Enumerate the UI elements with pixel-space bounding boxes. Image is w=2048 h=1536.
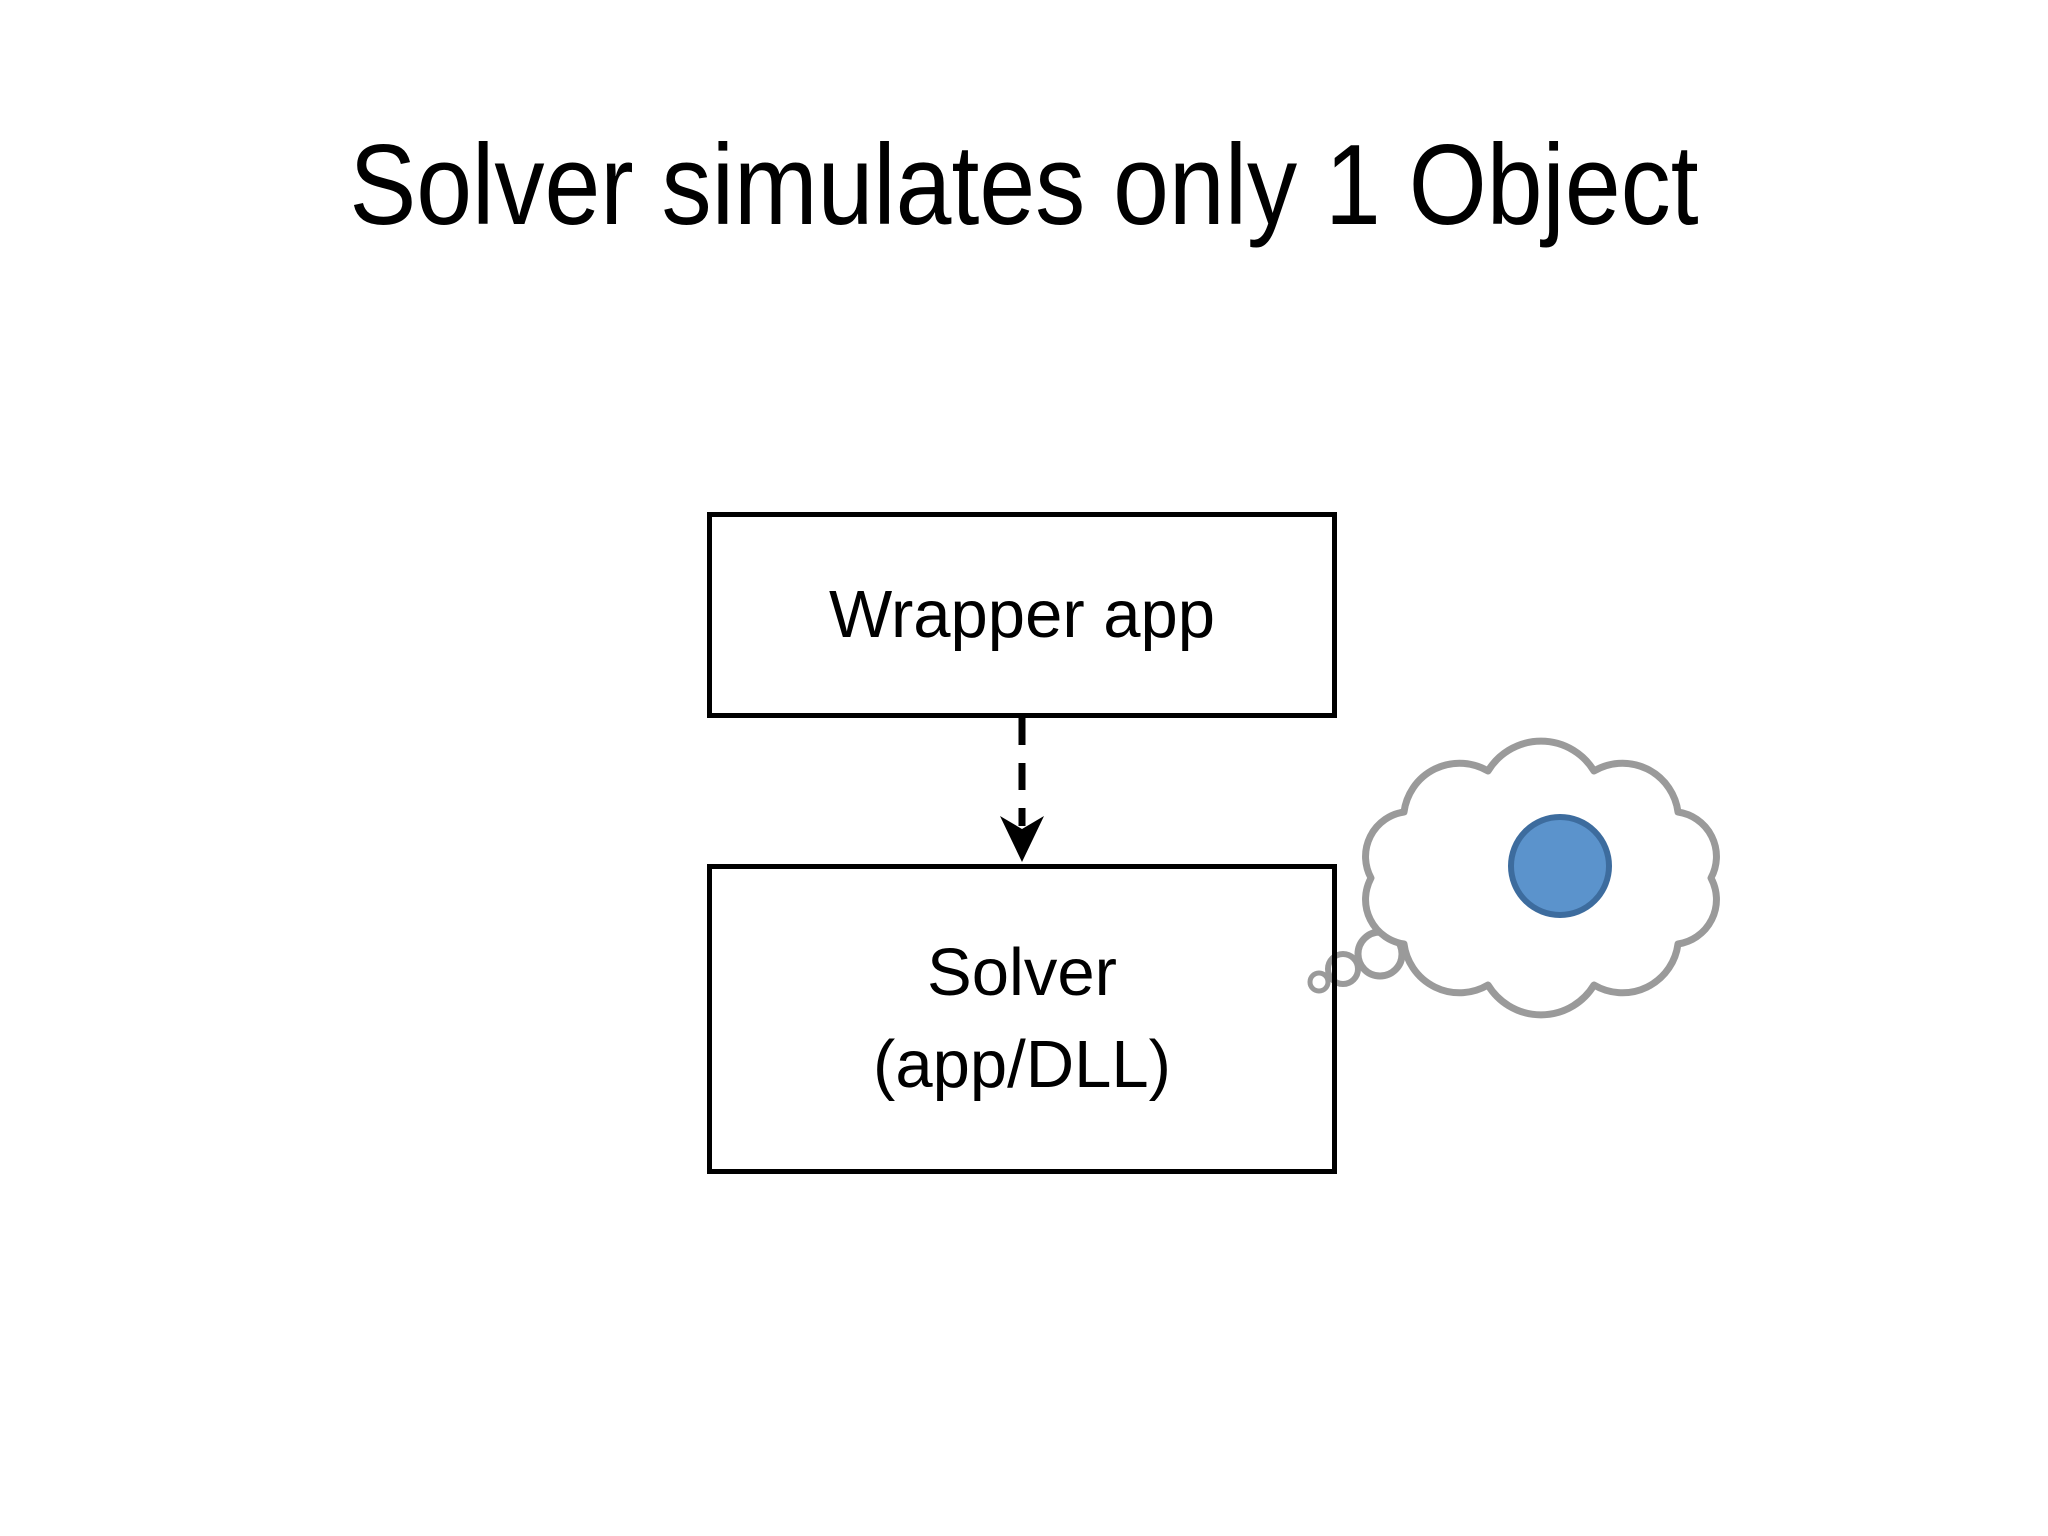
- slide-title: Solver simulates only 1 Object: [349, 122, 1699, 249]
- dashed-connector-arrow: [1000, 718, 1044, 862]
- solver-label-line2: (app/DLL): [873, 1027, 1171, 1102]
- object-dot: [1508, 814, 1612, 918]
- thought-cloud: [1307, 737, 1720, 1019]
- connector-arrowhead-icon: [1000, 816, 1044, 862]
- wrapper-app-label: Wrapper app: [828, 576, 1216, 652]
- solver-label-line1: Solver: [927, 934, 1117, 1010]
- solver-box: Solver (app/DLL): [707, 864, 1337, 1174]
- thought-bubble-tiny: [1307, 970, 1331, 994]
- wrapper-app-box: Wrapper app: [707, 512, 1337, 718]
